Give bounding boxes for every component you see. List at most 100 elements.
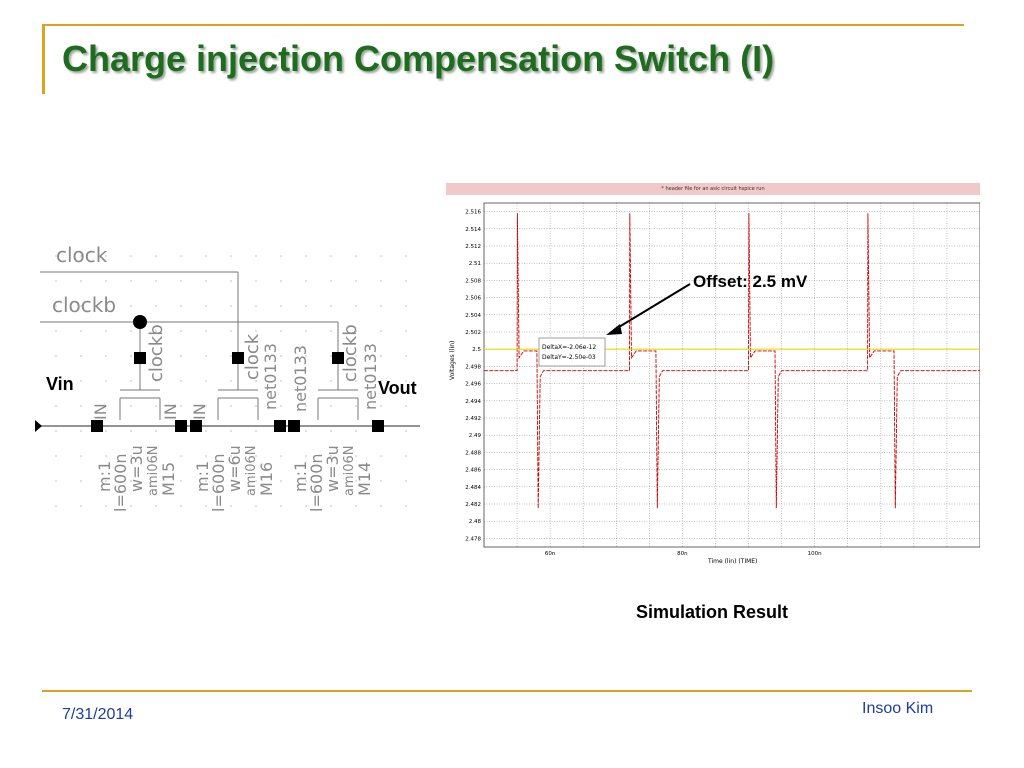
grid-dot bbox=[105, 505, 107, 507]
grid-dot bbox=[355, 255, 357, 257]
grid-dot bbox=[330, 355, 332, 357]
grid-dot bbox=[180, 355, 182, 357]
grid-dot bbox=[230, 355, 232, 357]
grid-dot bbox=[155, 430, 157, 432]
grid-dot bbox=[330, 255, 332, 257]
grid-dot bbox=[280, 505, 282, 507]
title-rule-horizontal bbox=[42, 24, 964, 26]
grid-dot bbox=[330, 330, 332, 332]
grid-dot bbox=[55, 430, 57, 432]
grid-dot bbox=[305, 355, 307, 357]
grid-dot bbox=[355, 330, 357, 332]
grid-dot bbox=[355, 480, 357, 482]
grid-dot bbox=[280, 280, 282, 282]
grid-dot bbox=[80, 280, 82, 282]
grid-dot bbox=[405, 505, 407, 507]
m14-left-pin: net0133 bbox=[291, 345, 310, 412]
vin-label: Vin bbox=[46, 374, 74, 394]
x-tick-label: 60n bbox=[545, 551, 556, 557]
grid-dot bbox=[255, 405, 257, 407]
m16-name: M16 bbox=[257, 462, 276, 496]
transistor-M15: clockb IN IN m:1 l=600n w=3u ami06N M15 bbox=[91, 324, 187, 512]
grid-dot bbox=[180, 330, 182, 332]
grid-dot bbox=[330, 455, 332, 457]
grid-dot bbox=[180, 380, 182, 382]
y-tick-label: 2.512 bbox=[465, 244, 481, 250]
plot-header: * header file for an asic circuit hspice… bbox=[446, 183, 980, 195]
grid-dot bbox=[55, 480, 57, 482]
grid-dot bbox=[55, 380, 57, 382]
plot-border bbox=[483, 202, 980, 548]
grid-dot bbox=[380, 480, 382, 482]
y-tick-label: 2.506 bbox=[465, 296, 481, 302]
grid-dot bbox=[330, 505, 332, 507]
grid-dot bbox=[355, 405, 357, 407]
grid-dot bbox=[180, 305, 182, 307]
grid-dot bbox=[155, 280, 157, 282]
grid-dot bbox=[55, 305, 57, 307]
m15-right-pin: IN bbox=[161, 403, 180, 420]
grid-dot bbox=[255, 305, 257, 307]
m15-model: ami06N bbox=[146, 445, 161, 496]
grid-dot bbox=[355, 455, 357, 457]
grid-dot bbox=[230, 480, 232, 482]
grid-dot bbox=[280, 255, 282, 257]
y-tick-label: 2.49 bbox=[469, 433, 482, 439]
grid-dot bbox=[255, 280, 257, 282]
grid-dot bbox=[355, 355, 357, 357]
grid-dot bbox=[305, 480, 307, 482]
offset-annotation: Offset: 2.5 mV bbox=[693, 272, 808, 291]
m16-right-pin: net0133 bbox=[261, 343, 280, 410]
grid-dot bbox=[255, 380, 257, 382]
m15-gate-label: clockb bbox=[146, 324, 167, 382]
y-tick-label: 2.494 bbox=[465, 399, 481, 405]
grid-dot bbox=[105, 330, 107, 332]
grid-dot bbox=[405, 305, 407, 307]
grid-dot bbox=[280, 305, 282, 307]
grid-dot bbox=[180, 280, 182, 282]
grid-dot bbox=[205, 280, 207, 282]
grid-dot bbox=[255, 355, 257, 357]
grid-dot bbox=[130, 430, 132, 432]
transistor-M14: clockb net0133 net0133 m:1 l=600n w=3u a… bbox=[288, 324, 384, 512]
y-tick-label: 2.502 bbox=[465, 330, 481, 336]
grid-dot bbox=[80, 305, 82, 307]
m15-l: l=600n bbox=[111, 453, 130, 512]
grid-dot bbox=[80, 355, 82, 357]
grid-dot bbox=[255, 330, 257, 332]
m16-gate-label: clock bbox=[242, 333, 263, 380]
grid-dot bbox=[180, 480, 182, 482]
grid-dot bbox=[380, 505, 382, 507]
grid-dot bbox=[330, 430, 332, 432]
grid-dot bbox=[55, 405, 57, 407]
grid-dot bbox=[105, 380, 107, 382]
grid-dot bbox=[130, 355, 132, 357]
grid-dot bbox=[105, 280, 107, 282]
grid-dot bbox=[105, 430, 107, 432]
grid-dot bbox=[105, 455, 107, 457]
grid-dot bbox=[155, 255, 157, 257]
grid-dot bbox=[380, 330, 382, 332]
grid-dot bbox=[155, 330, 157, 332]
m15-left-pin: IN bbox=[91, 403, 110, 420]
y-tick-label: 2.504 bbox=[465, 313, 481, 319]
m15-w: w=3u bbox=[127, 445, 146, 492]
grid-dot bbox=[230, 280, 232, 282]
grid-dot bbox=[380, 355, 382, 357]
grid-dot bbox=[405, 355, 407, 357]
grid-dot bbox=[405, 405, 407, 407]
grid-dot bbox=[380, 405, 382, 407]
schematic-diagram: clock clockb clockb IN IN m:1 l=600n w=3… bbox=[35, 243, 420, 512]
grid-dot bbox=[130, 330, 132, 332]
y-tick-label: 2.516 bbox=[465, 210, 481, 216]
grid-dot bbox=[405, 330, 407, 332]
grid-dot bbox=[355, 505, 357, 507]
m16-m: m:1 bbox=[193, 461, 212, 492]
grid-dot bbox=[305, 405, 307, 407]
grid-dot bbox=[105, 355, 107, 357]
grid-dot bbox=[55, 280, 57, 282]
grid-dot bbox=[380, 380, 382, 382]
grid-dot bbox=[280, 355, 282, 357]
grid-dot bbox=[305, 255, 307, 257]
